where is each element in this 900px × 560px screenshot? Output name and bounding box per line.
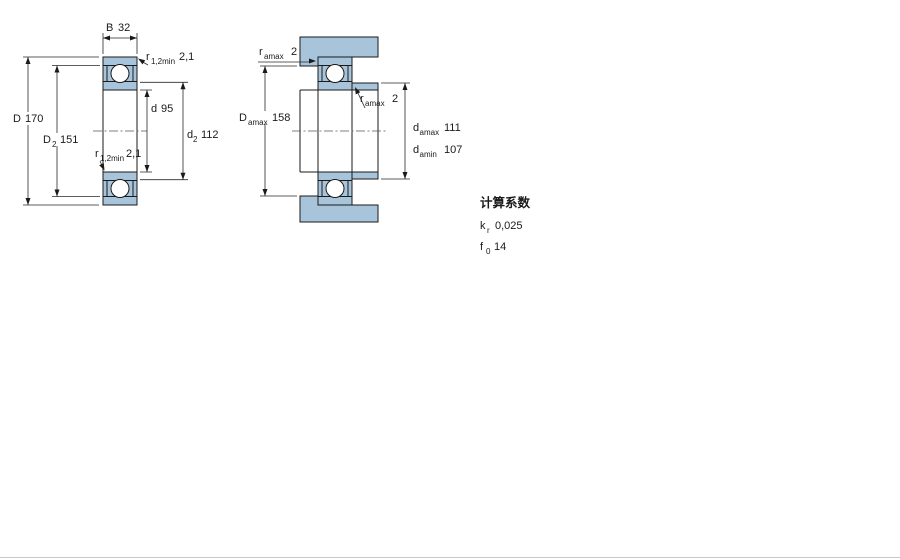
left-view-bearing-cross-section: B 32 r 1,2min 2,1 D 170 D 2 151 — [10, 22, 219, 206]
label-r12-top-value: 2,1 — [179, 51, 194, 63]
dim-Da: D amax 158 — [236, 65, 297, 197]
label-d-symbol: d — [151, 103, 157, 115]
ring-boundary-lines — [103, 65, 137, 197]
label-damin-symbol: d — [413, 144, 419, 156]
right-view-mounting-drawing: r amax 2 D amax 158 r amax 2 d amax 1 — [236, 36, 462, 223]
dim-da-lines — [381, 82, 410, 180]
dim-d2-lines — [140, 81, 188, 181]
factors-title: 计算系数 — [480, 195, 531, 210]
label-ra-top-value: 2 — [291, 46, 297, 58]
dim-ra-top: r amax 2 — [258, 46, 316, 64]
dim-da: d amax 111 d amin 107 — [381, 82, 462, 180]
label-r12-bottom-value: 2,1 — [126, 148, 141, 160]
dim-d2: d 2 112 — [140, 81, 219, 181]
label-r12-bottom-subscript: 1,2min — [100, 154, 124, 163]
dim-B-lines — [102, 33, 138, 54]
ball-top — [325, 64, 345, 83]
label-damax-subscript: amax — [420, 128, 440, 137]
dim-ra-mid: r amax 2 — [355, 87, 398, 109]
label-r12-top-symbol: r — [146, 51, 150, 63]
label-damax-symbol: d — [413, 122, 419, 134]
shaft-surface-lines — [299, 89, 379, 173]
dim-Da-lines — [260, 65, 297, 197]
dim-r12-bottom: r 1,2min 2,1 — [95, 148, 141, 171]
label-D2-symbol: D — [43, 134, 51, 146]
label-ra-mid-value: 2 — [392, 93, 398, 105]
dim-B: B 32 — [102, 22, 138, 54]
ball-bottom — [110, 179, 130, 198]
ball-bottom — [325, 179, 345, 198]
label-Da-backing — [236, 111, 292, 124]
dim-D: D 170 — [10, 56, 99, 206]
label-D2-backing — [40, 133, 84, 146]
label-d2-value: 112 — [201, 129, 219, 141]
label-B-symbol: B — [106, 22, 113, 34]
label-B-value: 32 — [118, 22, 130, 34]
label-Da-symbol: D — [239, 112, 247, 124]
label-damin-subscript: amin — [420, 150, 437, 159]
dim-D2-lines — [52, 65, 100, 197]
dim-ra-mid-arrow — [355, 87, 361, 95]
label-damax-value: 111 — [444, 122, 461, 134]
label-d-value: 95 — [161, 103, 173, 115]
dim-ra-top-arrow — [309, 58, 316, 64]
dim-d: d 95 — [140, 89, 173, 173]
label-D-backing — [10, 112, 48, 125]
label-ra-mid-subscript: amax — [365, 99, 385, 108]
dim-B-arrows — [103, 35, 137, 41]
dim-r12-top: r 1,2min 2,1 — [138, 51, 194, 66]
factor-f0-symbol: f — [480, 241, 484, 253]
factor-f0-value: 14 — [494, 241, 506, 253]
label-ra-top-subscript: amax — [264, 52, 284, 61]
shaft-shoulder-bottom — [351, 171, 379, 180]
label-d2-subscript: 2 — [193, 135, 198, 144]
factor-kr-symbol: k — [480, 220, 486, 232]
dim-D2: D 2 151 — [40, 65, 100, 197]
dim-r12-bottom-arrow — [99, 163, 105, 171]
dim-r12-top-arrow — [138, 58, 146, 65]
label-D2-value: 151 — [60, 134, 78, 146]
factor-f0-subscript: 0 — [486, 247, 491, 256]
label-damin-value: 107 — [444, 144, 462, 156]
bearing-section-top — [317, 56, 353, 91]
label-D-value: 170 — [25, 113, 43, 125]
dim-D-lines — [23, 56, 99, 206]
calculation-factors: 计算系数 k r 0,025 f 0 14 — [480, 195, 531, 256]
ball-top — [110, 64, 130, 83]
shaft-shoulder-top — [351, 82, 379, 91]
label-d2-symbol: d — [187, 129, 193, 141]
label-D2-subscript: 2 — [52, 140, 57, 149]
ring-boundary-lines — [318, 65, 352, 197]
dim-d-lines — [140, 89, 152, 173]
bearing-section-bottom — [317, 171, 353, 206]
factor-kr-value: 0,025 — [495, 220, 523, 232]
label-r12-top-subscript: 1,2min — [151, 57, 175, 66]
factor-kr-subscript: r — [487, 226, 490, 235]
label-r12-bottom-symbol: r — [95, 148, 99, 160]
label-Da-subscript: amax — [248, 118, 268, 127]
dim-ra-mid-leader — [356, 90, 366, 109]
label-ra-top-symbol: r — [259, 46, 263, 58]
label-ra-mid-symbol: r — [360, 93, 364, 105]
label-D-symbol: D — [13, 113, 21, 125]
label-Da-value: 158 — [272, 112, 290, 124]
